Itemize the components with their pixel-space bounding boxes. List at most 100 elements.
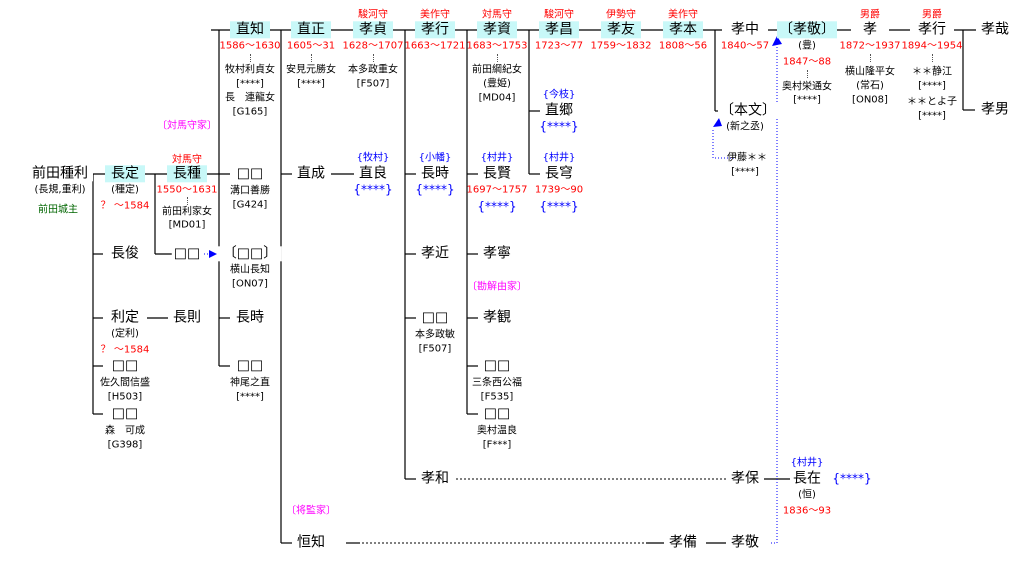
date: 1836～93 xyxy=(782,505,832,517)
person-takachika: 孝近 xyxy=(416,245,454,262)
date: 1847～88 xyxy=(782,56,832,68)
person-daughter: □□ xyxy=(416,309,454,326)
person-takakazu: 孝和 xyxy=(416,470,454,487)
spouse: ＊＊静江 xyxy=(912,66,952,78)
alias: (豊) xyxy=(798,40,816,52)
person-daughter: □□ xyxy=(231,357,269,374)
date: 1739～90 xyxy=(534,184,584,196)
person-honbun: 〔本文〕 xyxy=(718,102,778,119)
person-toshisada: 利定 xyxy=(106,309,144,326)
date: 1628～1707 xyxy=(342,40,404,52)
adopted-house: {今枝} xyxy=(542,89,576,101)
arrow-head-icon xyxy=(209,250,217,258)
person-naomasa: 直正 xyxy=(291,21,331,39)
person-nagatoki: 長時 xyxy=(416,165,454,182)
house-label-tsushima: 〔対馬守家〕 xyxy=(157,120,217,132)
person-takayuki: 孝行 xyxy=(415,21,455,39)
code: [F507] xyxy=(418,343,452,355)
spouse: 前田利家女 xyxy=(162,206,212,218)
date: 1663～1721 xyxy=(404,40,466,52)
spouse: 神尾之直 xyxy=(230,377,270,389)
person-takatomo: 孝友 xyxy=(601,21,641,39)
person-unknown-adopted: 〔□□〕 xyxy=(217,245,283,262)
person-takanari: 孝備 xyxy=(664,534,702,551)
spouse: 溝口善勝 xyxy=(230,185,270,197)
date: 1586～1630 xyxy=(219,40,281,52)
marriage-marker xyxy=(373,54,374,62)
spouse: 三条西公福 xyxy=(472,377,522,389)
code: [****] xyxy=(918,80,946,92)
title: 美作守 xyxy=(420,9,450,21)
marriage-marker xyxy=(250,54,251,62)
marriage-marker xyxy=(932,54,933,62)
spouse-alias: (常石) xyxy=(856,80,884,92)
title: 対馬守 xyxy=(482,9,512,21)
marriage-marker xyxy=(807,70,808,78)
title: 男爵 xyxy=(922,9,942,21)
person-takanaka: 孝中 xyxy=(722,21,768,38)
person-takamoto: 孝本 xyxy=(663,21,703,39)
code: {****} xyxy=(477,199,517,214)
dotted-adoption-line xyxy=(771,42,778,544)
person-takayuki2: 孝行 xyxy=(910,21,954,38)
marriage-marker xyxy=(311,54,312,62)
adopted-house: {村井} xyxy=(542,152,576,164)
person-nagakata: 長賢 xyxy=(478,165,516,182)
person-naganori: 長則 xyxy=(168,309,206,326)
person-naosato: 直郷 xyxy=(540,102,578,119)
spouse: 佐久間信盛 xyxy=(100,377,150,389)
code: [****] xyxy=(918,110,946,122)
person-takatoshi: 〔孝敬〕 xyxy=(777,21,837,39)
person-daughter: □□ xyxy=(106,405,144,422)
person-takasada: 孝貞 xyxy=(353,21,393,39)
code: [MD04] xyxy=(478,92,516,104)
code: [H503] xyxy=(107,391,143,403)
date: 1723～77 xyxy=(534,40,584,52)
spouse: 森 可成 xyxy=(105,425,145,437)
arrow-head-icon xyxy=(713,118,722,127)
spouse: 奥村温良 xyxy=(477,425,517,437)
spouse: 本多政敏 xyxy=(415,329,455,341)
title: 駿河守 xyxy=(544,9,574,21)
spouse: 安見元勝女 xyxy=(286,64,336,76)
title: 伊勢守 xyxy=(606,9,636,21)
code: {****} xyxy=(353,182,393,197)
person-nagaari: 長在 xyxy=(793,470,821,487)
person-nagasada: 長定 xyxy=(105,165,145,183)
spouse-alias: (豊姫) xyxy=(483,78,511,90)
code: [F507] xyxy=(356,78,390,90)
person-nagatane: 長種 xyxy=(167,165,207,183)
person-takayasu: 孝寧 xyxy=(478,245,516,262)
marriage-marker xyxy=(497,54,498,62)
spouse: 横山長知 xyxy=(230,264,270,276)
date: 1697～1757 xyxy=(466,184,528,196)
date: 1683～1753 xyxy=(466,40,528,52)
code: [F535] xyxy=(480,391,514,403)
code: {****} xyxy=(539,199,579,214)
adopted-house: {牧村} xyxy=(356,152,390,164)
person-takatoshi-origin: 孝敬 xyxy=(726,534,764,551)
spouse: 長 連龍女 xyxy=(225,92,275,104)
code: [ON07] xyxy=(232,278,268,290)
alias: (恒) xyxy=(798,489,816,501)
date: ？ ～1584 xyxy=(100,200,150,212)
spouse: 牧村利貞女 xyxy=(225,64,275,76)
date: ？ ～1584 xyxy=(100,344,150,356)
code: [G165] xyxy=(232,106,268,118)
date: 1872～1937 xyxy=(839,40,901,52)
code: [F***] xyxy=(482,439,512,451)
title: 美作守 xyxy=(668,9,698,21)
person-tsunetomo: 恒知 xyxy=(292,534,330,551)
spouse: ＊＊とよ子 xyxy=(907,96,957,108)
person-naonari: 直成 xyxy=(292,165,330,182)
title: 前田城主 xyxy=(38,204,78,216)
marriage-marker xyxy=(870,54,871,62)
spouse: 本多政重女 xyxy=(348,64,398,76)
code: [****] xyxy=(731,166,759,178)
dotted-adoption-line xyxy=(712,128,734,159)
date: 1759～1832 xyxy=(590,40,652,52)
title: 駿河守 xyxy=(358,9,388,21)
person-takao: 孝男 xyxy=(976,101,1014,118)
